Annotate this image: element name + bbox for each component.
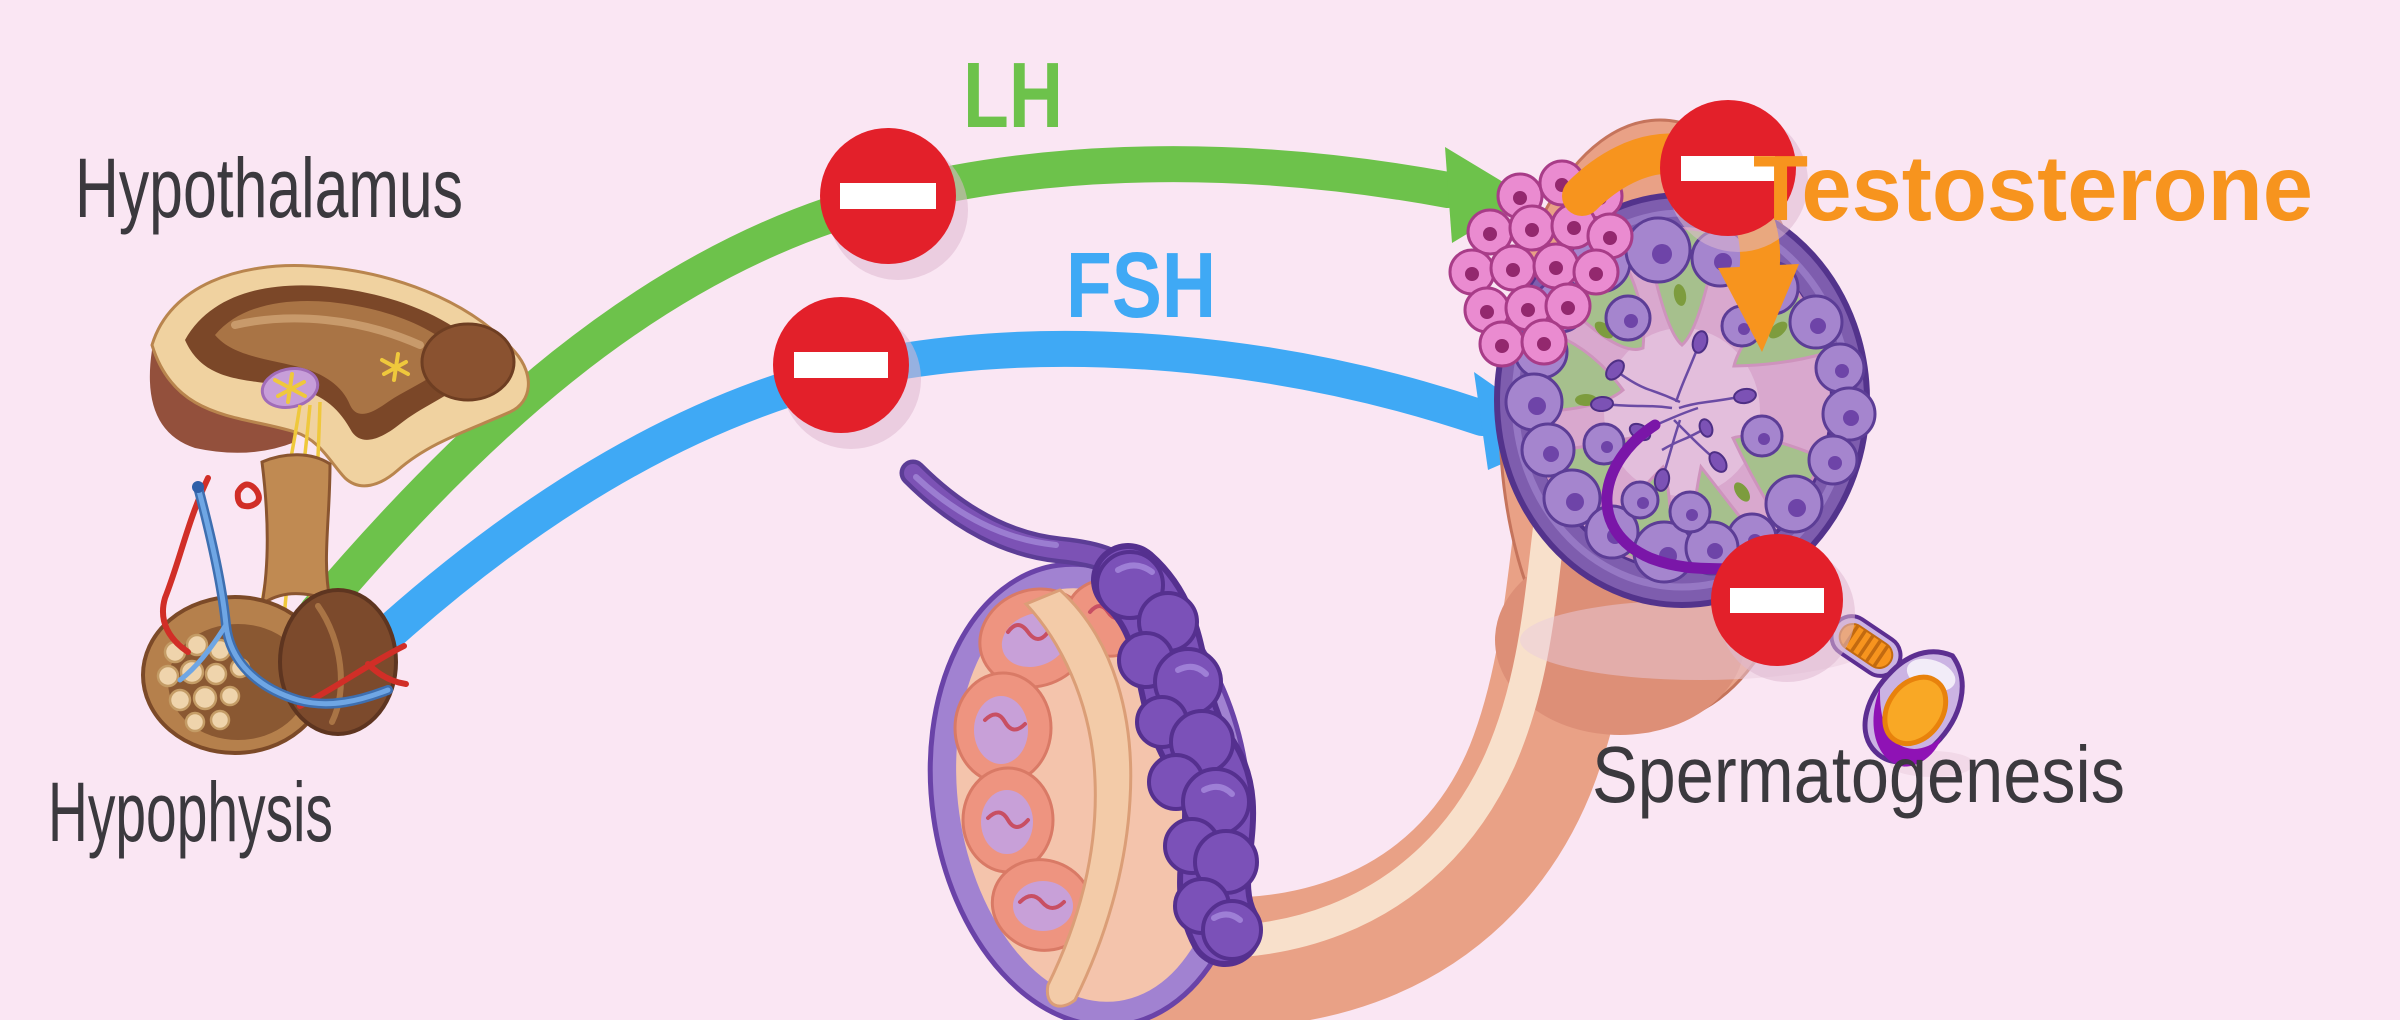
sperm-head: [1862, 649, 1965, 767]
sperm-cell: [1829, 614, 1974, 777]
acrosome: [1882, 674, 1949, 747]
testis-illustration: [899, 459, 1263, 1020]
inhibition-sign-spermatogenesis-icon: [1711, 534, 1855, 682]
leydig-cell-cluster: [1448, 159, 1634, 368]
hypophysis-label: Hypophysis: [48, 765, 333, 859]
epididymis: [1091, 543, 1263, 967]
rete-testis-channel: [1023, 588, 1133, 1008]
hypothalamus-pituitary-illustration: [141, 264, 530, 755]
neuron-stars-icon: [273, 352, 410, 404]
testosterone-arrowhead-icon: [1718, 264, 1799, 352]
fsh-label: FSH: [1066, 233, 1216, 337]
hypothalamus-label: Hypothalamus: [75, 141, 463, 235]
inhibition-sign-fsh-icon: [773, 297, 921, 449]
lh-label: LH: [963, 43, 1063, 147]
lh-arrowhead-icon: [1445, 147, 1528, 243]
vein: [177, 481, 393, 709]
testosterone-label: Testosterone: [1753, 136, 2313, 240]
spermatogenesis-label: Spermatogenesis: [1592, 730, 2125, 819]
inhibition-sign-testosterone-icon: [1660, 100, 1808, 252]
inhibition-sign-lh-icon: [820, 128, 968, 280]
